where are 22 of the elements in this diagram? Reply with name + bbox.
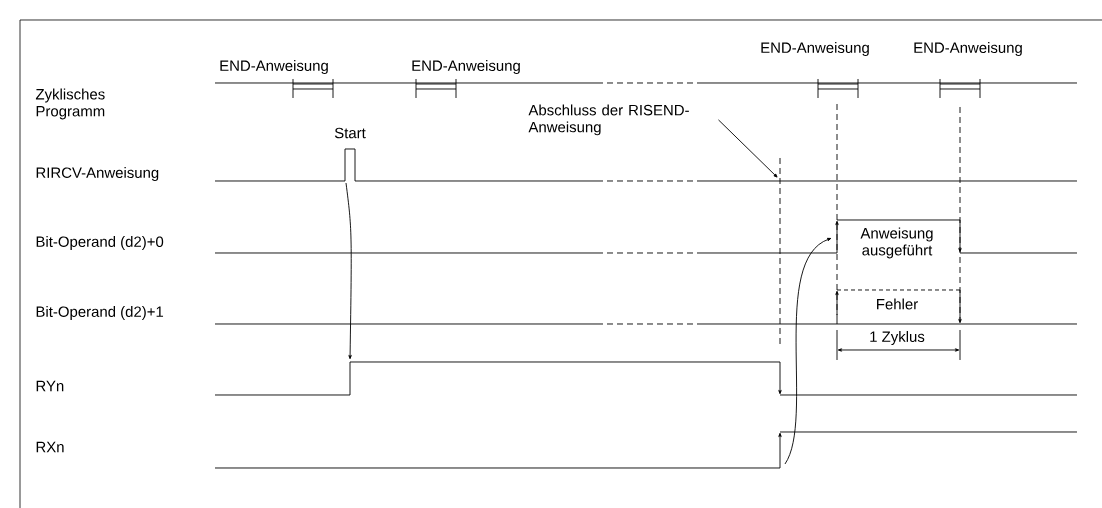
causal-arrow bbox=[345, 182, 352, 360]
callout-text: Abschluss der RISEND-Anweisung bbox=[528, 104, 689, 136]
end-instruction-label: END-Anweisung bbox=[761, 42, 869, 56]
signal-label: RYn bbox=[36, 380, 64, 392]
state-label: Fehler bbox=[877, 298, 918, 310]
causal-arrow bbox=[784, 237, 832, 465]
signal-label: RXn bbox=[36, 441, 64, 453]
signal-pulse bbox=[344, 148, 356, 182]
signal-edge bbox=[835, 220, 839, 254]
signal-label: Bit-Operand (d2)+0 bbox=[36, 236, 164, 250]
signal-edge bbox=[349, 361, 351, 396]
signal-label: Zyklisches Programm bbox=[35, 88, 105, 120]
leader-line bbox=[718, 119, 778, 178]
end-instruction-label: END-Anweisung bbox=[914, 42, 1022, 56]
end-instruction-label: END-Anweisung bbox=[220, 60, 328, 74]
dimension-label: 1 Zyklus bbox=[870, 331, 925, 345]
signal-label: RIRCV-Anweisung bbox=[36, 167, 159, 181]
signal-edge bbox=[778, 432, 782, 469]
end-instruction-label: END-Anweisung bbox=[412, 60, 520, 74]
state-label: Anweisung ausgeführt bbox=[860, 227, 933, 259]
signal-label: Bit-Operand (d2)+1 bbox=[36, 306, 164, 320]
event-label: Start bbox=[334, 127, 366, 139]
